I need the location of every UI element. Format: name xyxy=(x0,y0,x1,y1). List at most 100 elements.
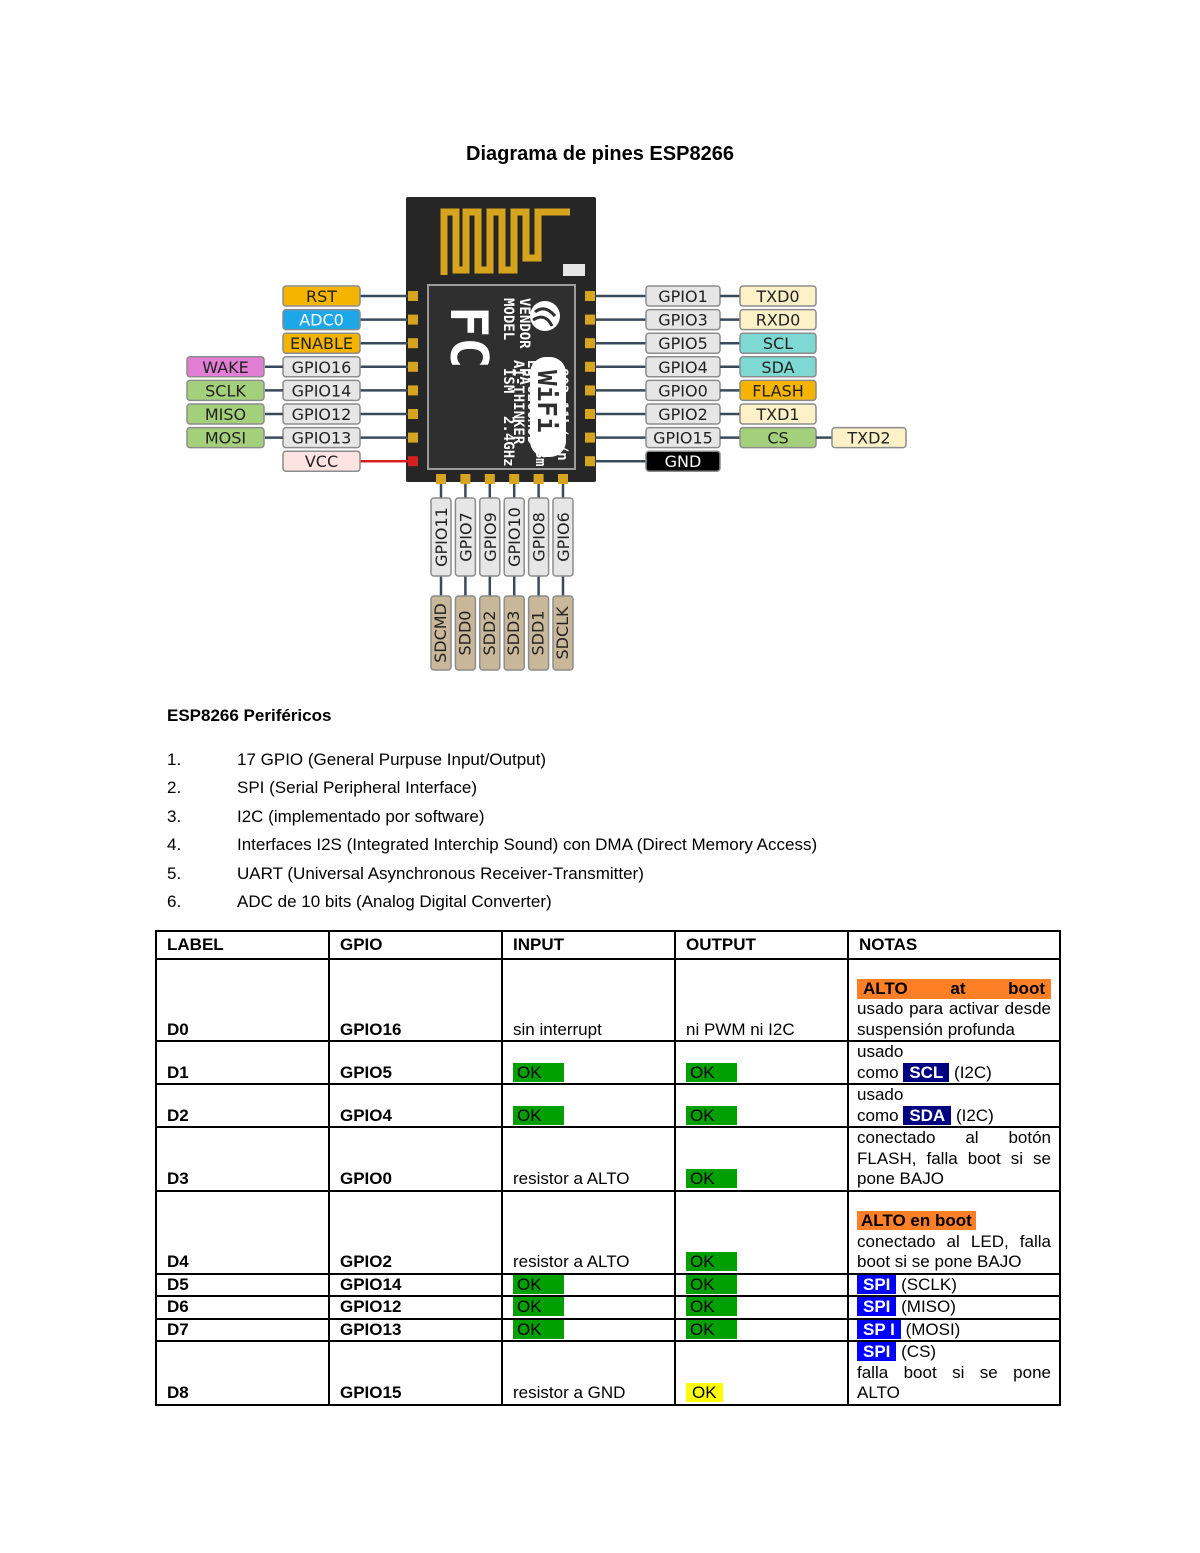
pin-label-gpio16: GPIO16 xyxy=(282,356,361,378)
svg-text:RST: RST xyxy=(306,287,337,306)
table-row: D5 GPIO14 OK OK SPI (SCLK) xyxy=(155,1272,1061,1297)
pin-function-wake: WAKE xyxy=(186,356,265,378)
pin-pad xyxy=(408,338,418,349)
svg-text:GPIO4: GPIO4 xyxy=(658,358,708,377)
svg-text:GPIO12: GPIO12 xyxy=(292,405,352,424)
page-title: Diagrama de pines ESP8266 xyxy=(466,143,734,165)
list-item: 3.I2C (implementado por software) xyxy=(167,806,485,826)
svg-text:TXD1: TXD1 xyxy=(755,405,799,424)
pin-pad xyxy=(585,291,595,301)
pin-label-gpio12: GPIO12 xyxy=(282,403,361,425)
svg-text:GPIO13: GPIO13 xyxy=(292,429,352,448)
pin-label-gpio1: GPIO1 xyxy=(645,285,721,307)
pin-label-gpio4: GPIO4 xyxy=(645,356,721,378)
svg-text:SCL: SCL xyxy=(763,334,793,353)
pin-pad xyxy=(408,432,418,443)
pin-label-gpio15: GPIO15 xyxy=(645,426,721,449)
pin-label-vcc: VCC xyxy=(282,450,361,472)
peripherals-heading: ESP8266 Periféricos xyxy=(167,706,332,725)
pin-label-gpio9: GPIO9 xyxy=(479,497,501,577)
pin-function-sdd1: SDD1 xyxy=(527,595,550,671)
table-row: D8 GPIO15 resistor a GND OK SPI (CS)fall… xyxy=(155,1340,1061,1406)
svg-text:PA: PA xyxy=(516,368,532,385)
svg-text:GPIO14: GPIO14 xyxy=(292,381,352,400)
pin-label-gpio13: GPIO13 xyxy=(282,426,361,449)
list-item: 6.ADC de 10 bits (Analog Digital Convert… xyxy=(167,891,552,911)
svg-text:GND: GND xyxy=(665,452,702,471)
svg-text:SDD2: SDD2 xyxy=(480,611,499,656)
svg-text:ENABLE: ENABLE xyxy=(290,334,353,353)
esp8266-pin-diagram: FC MODEL VENDOR ISM PA 802.11b/g/n ESP82… xyxy=(186,197,907,671)
pin-pad xyxy=(484,474,495,484)
pin-function-cs: CS xyxy=(739,426,817,449)
svg-text:GPIO8: GPIO8 xyxy=(530,512,549,562)
pin-function-sclk: SCLK xyxy=(186,379,265,402)
pin-pad xyxy=(436,474,446,484)
antenna-trace xyxy=(440,208,570,275)
pin-function-mosi: MOSI xyxy=(186,426,265,449)
svg-text:SCLK: SCLK xyxy=(205,381,246,400)
pin-function-sdcmd: SDCMD xyxy=(430,595,452,671)
svg-text:ISM: ISM xyxy=(500,368,516,393)
pin-label-adc0: ADC0 xyxy=(282,308,361,331)
svg-text:SDCLK: SDCLK xyxy=(553,606,572,660)
pin-pad xyxy=(509,474,520,484)
pin-pad xyxy=(585,361,595,372)
pin-label-rst: RST xyxy=(282,285,361,307)
svg-text:FLASH: FLASH xyxy=(752,381,804,400)
table-row: D6 GPIO12 OK OK SPI (MISO) xyxy=(155,1295,1061,1320)
svg-text:SDD3: SDD3 xyxy=(504,611,523,656)
pin-pad xyxy=(408,314,418,325)
svg-text:MODEL: MODEL xyxy=(500,298,516,340)
list-item: 4.Interfaces I2S (Integrated Interchip S… xyxy=(167,835,818,855)
svg-text:VENDOR: VENDOR xyxy=(516,298,532,349)
list-item: 5.UART (Universal Asynchronous Receiver-… xyxy=(167,863,644,883)
pin-label-gpio3: GPIO3 xyxy=(645,308,721,331)
svg-text:WiFi: WiFi xyxy=(531,370,561,433)
pin-function-sda: SDA xyxy=(739,356,817,378)
svg-text:ADC0: ADC0 xyxy=(299,311,344,330)
column-header: INPUT xyxy=(501,930,676,960)
pin-function-sdclk: SDCLK xyxy=(552,595,574,671)
pin-pad xyxy=(585,314,595,325)
pin-function-scl: SCL xyxy=(739,332,817,354)
svg-text:GPIO10: GPIO10 xyxy=(505,507,524,567)
svg-text:GPIO3: GPIO3 xyxy=(658,311,708,330)
pin-label-gpio5: GPIO5 xyxy=(645,332,721,354)
svg-text:SDA: SDA xyxy=(761,358,794,377)
pin-pad xyxy=(408,361,418,372)
pin-label-gpio6: GPIO6 xyxy=(552,497,574,577)
svg-text:RXD0: RXD0 xyxy=(756,311,801,330)
column-header: NOTAS xyxy=(847,930,1061,960)
svg-text:SDD1: SDD1 xyxy=(529,611,548,656)
svg-text:VCC: VCC xyxy=(305,452,338,471)
peripherals-list: 1.17 GPIO (General Purpuse Input/Output)… xyxy=(167,746,817,916)
pin-label-gpio11: GPIO11 xyxy=(430,497,452,577)
table-row: D4 GPIO2 resistor a ALTO OK ALTO en boot… xyxy=(155,1189,1061,1275)
pin-pad xyxy=(585,338,595,349)
pin-function-sdd2: SDD2 xyxy=(479,595,501,671)
svg-text:GPIO7: GPIO7 xyxy=(456,512,475,562)
pin-function-txd1: TXD1 xyxy=(739,403,817,425)
pin-pad xyxy=(533,474,544,484)
pin-pad xyxy=(585,456,595,467)
led-indicator xyxy=(563,264,585,276)
pin-pad xyxy=(408,456,418,467)
pin-pad xyxy=(408,409,418,419)
pin-label-gpio8: GPIO8 xyxy=(527,497,550,577)
pin-pad xyxy=(558,474,568,484)
svg-text:AI-THINKER: AI-THINKER xyxy=(510,360,526,445)
svg-text:MISO: MISO xyxy=(205,405,246,424)
svg-text:TXD2: TXD2 xyxy=(846,429,890,448)
svg-text:WAKE: WAKE xyxy=(202,358,249,377)
pin-function-sdd3: SDD3 xyxy=(503,595,525,671)
pin-pad xyxy=(408,291,418,301)
svg-text:GPIO1: GPIO1 xyxy=(658,287,708,306)
pin-pad xyxy=(408,385,418,396)
svg-text:2.4GHz: 2.4GHz xyxy=(500,416,516,467)
list-item: 1.17 GPIO (General Purpuse Input/Output) xyxy=(167,750,546,769)
fc-logo: FC xyxy=(438,306,498,369)
pin-function-sdd0: SDD0 xyxy=(454,595,477,671)
svg-text:GPIO15: GPIO15 xyxy=(653,429,713,448)
